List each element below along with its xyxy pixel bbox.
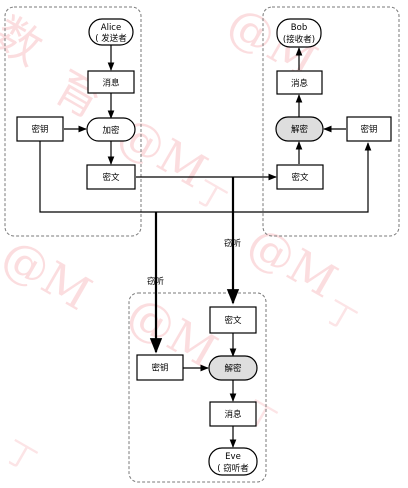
node-bob-key-label: 密钥: [360, 124, 377, 135]
node-eve-message: 消息: [209, 401, 257, 427]
svg-text:丁: 丁: [0, 434, 42, 479]
node-bob-cipher: 密文: [276, 164, 324, 190]
node-eve-name: Eve: [225, 452, 241, 462]
node-alice-cipher-label: 密文: [102, 172, 120, 183]
node-eve-decrypt-label: 解密: [224, 363, 242, 374]
node-bob-key: 密钥: [346, 116, 392, 142]
eve-group: [128, 292, 267, 483]
node-alice-message: 消息: [87, 70, 135, 94]
node-eve-key: 密钥: [136, 354, 184, 381]
alice-group: [4, 6, 142, 237]
watermark-text: @M: [0, 228, 100, 321]
node-bob-decrypt: 解密: [275, 116, 324, 142]
bob-group: [262, 6, 400, 237]
node-bob-decrypt-label: 解密: [291, 124, 309, 135]
node-alice-encrypt-label: 加密: [102, 125, 120, 136]
node-eve-cipher: 密文: [209, 306, 257, 334]
node-alice-message-label: 消息: [102, 78, 120, 89]
node-bob-message-label: 消息: [291, 78, 309, 89]
node-alice-role: ( 发送者: [95, 33, 127, 44]
node-eve-key-label: 密钥: [151, 363, 168, 374]
svg-text:丁: 丁: [319, 294, 362, 339]
svg-text:数: 数: [0, 6, 52, 76]
edge-label-eavesdrop-key: 窃听: [147, 276, 165, 287]
node-alice-key: 密钥: [16, 116, 64, 142]
node-eve-decrypt: 解密: [208, 355, 258, 381]
node-eve-message-label: 消息: [224, 409, 242, 420]
node-alice: Alice ( 发送者: [88, 18, 134, 46]
node-bob-name: Bob: [291, 23, 307, 33]
node-alice-cipher: 密文: [86, 164, 136, 190]
node-alice-name: Alice: [101, 23, 121, 33]
node-bob-message: 消息: [276, 70, 323, 95]
node-bob: Bob (接收者): [276, 18, 322, 48]
edge-label-eavesdrop-cipher: 窃听: [224, 238, 242, 249]
node-eve-cipher-label: 密文: [224, 315, 242, 326]
watermark-text: @M: [239, 215, 347, 308]
node-alice-key-label: 密钥: [31, 124, 48, 135]
node-alice-encrypt: 加密: [86, 117, 136, 142]
node-eve-role: ( 窃听者: [217, 463, 249, 474]
node-bob-cipher-label: 密文: [291, 172, 309, 183]
edge-key-channel: [39, 141, 372, 213]
node-eve: Eve ( 窃听者: [208, 447, 258, 476]
node-bob-role: (接收者): [283, 34, 315, 45]
